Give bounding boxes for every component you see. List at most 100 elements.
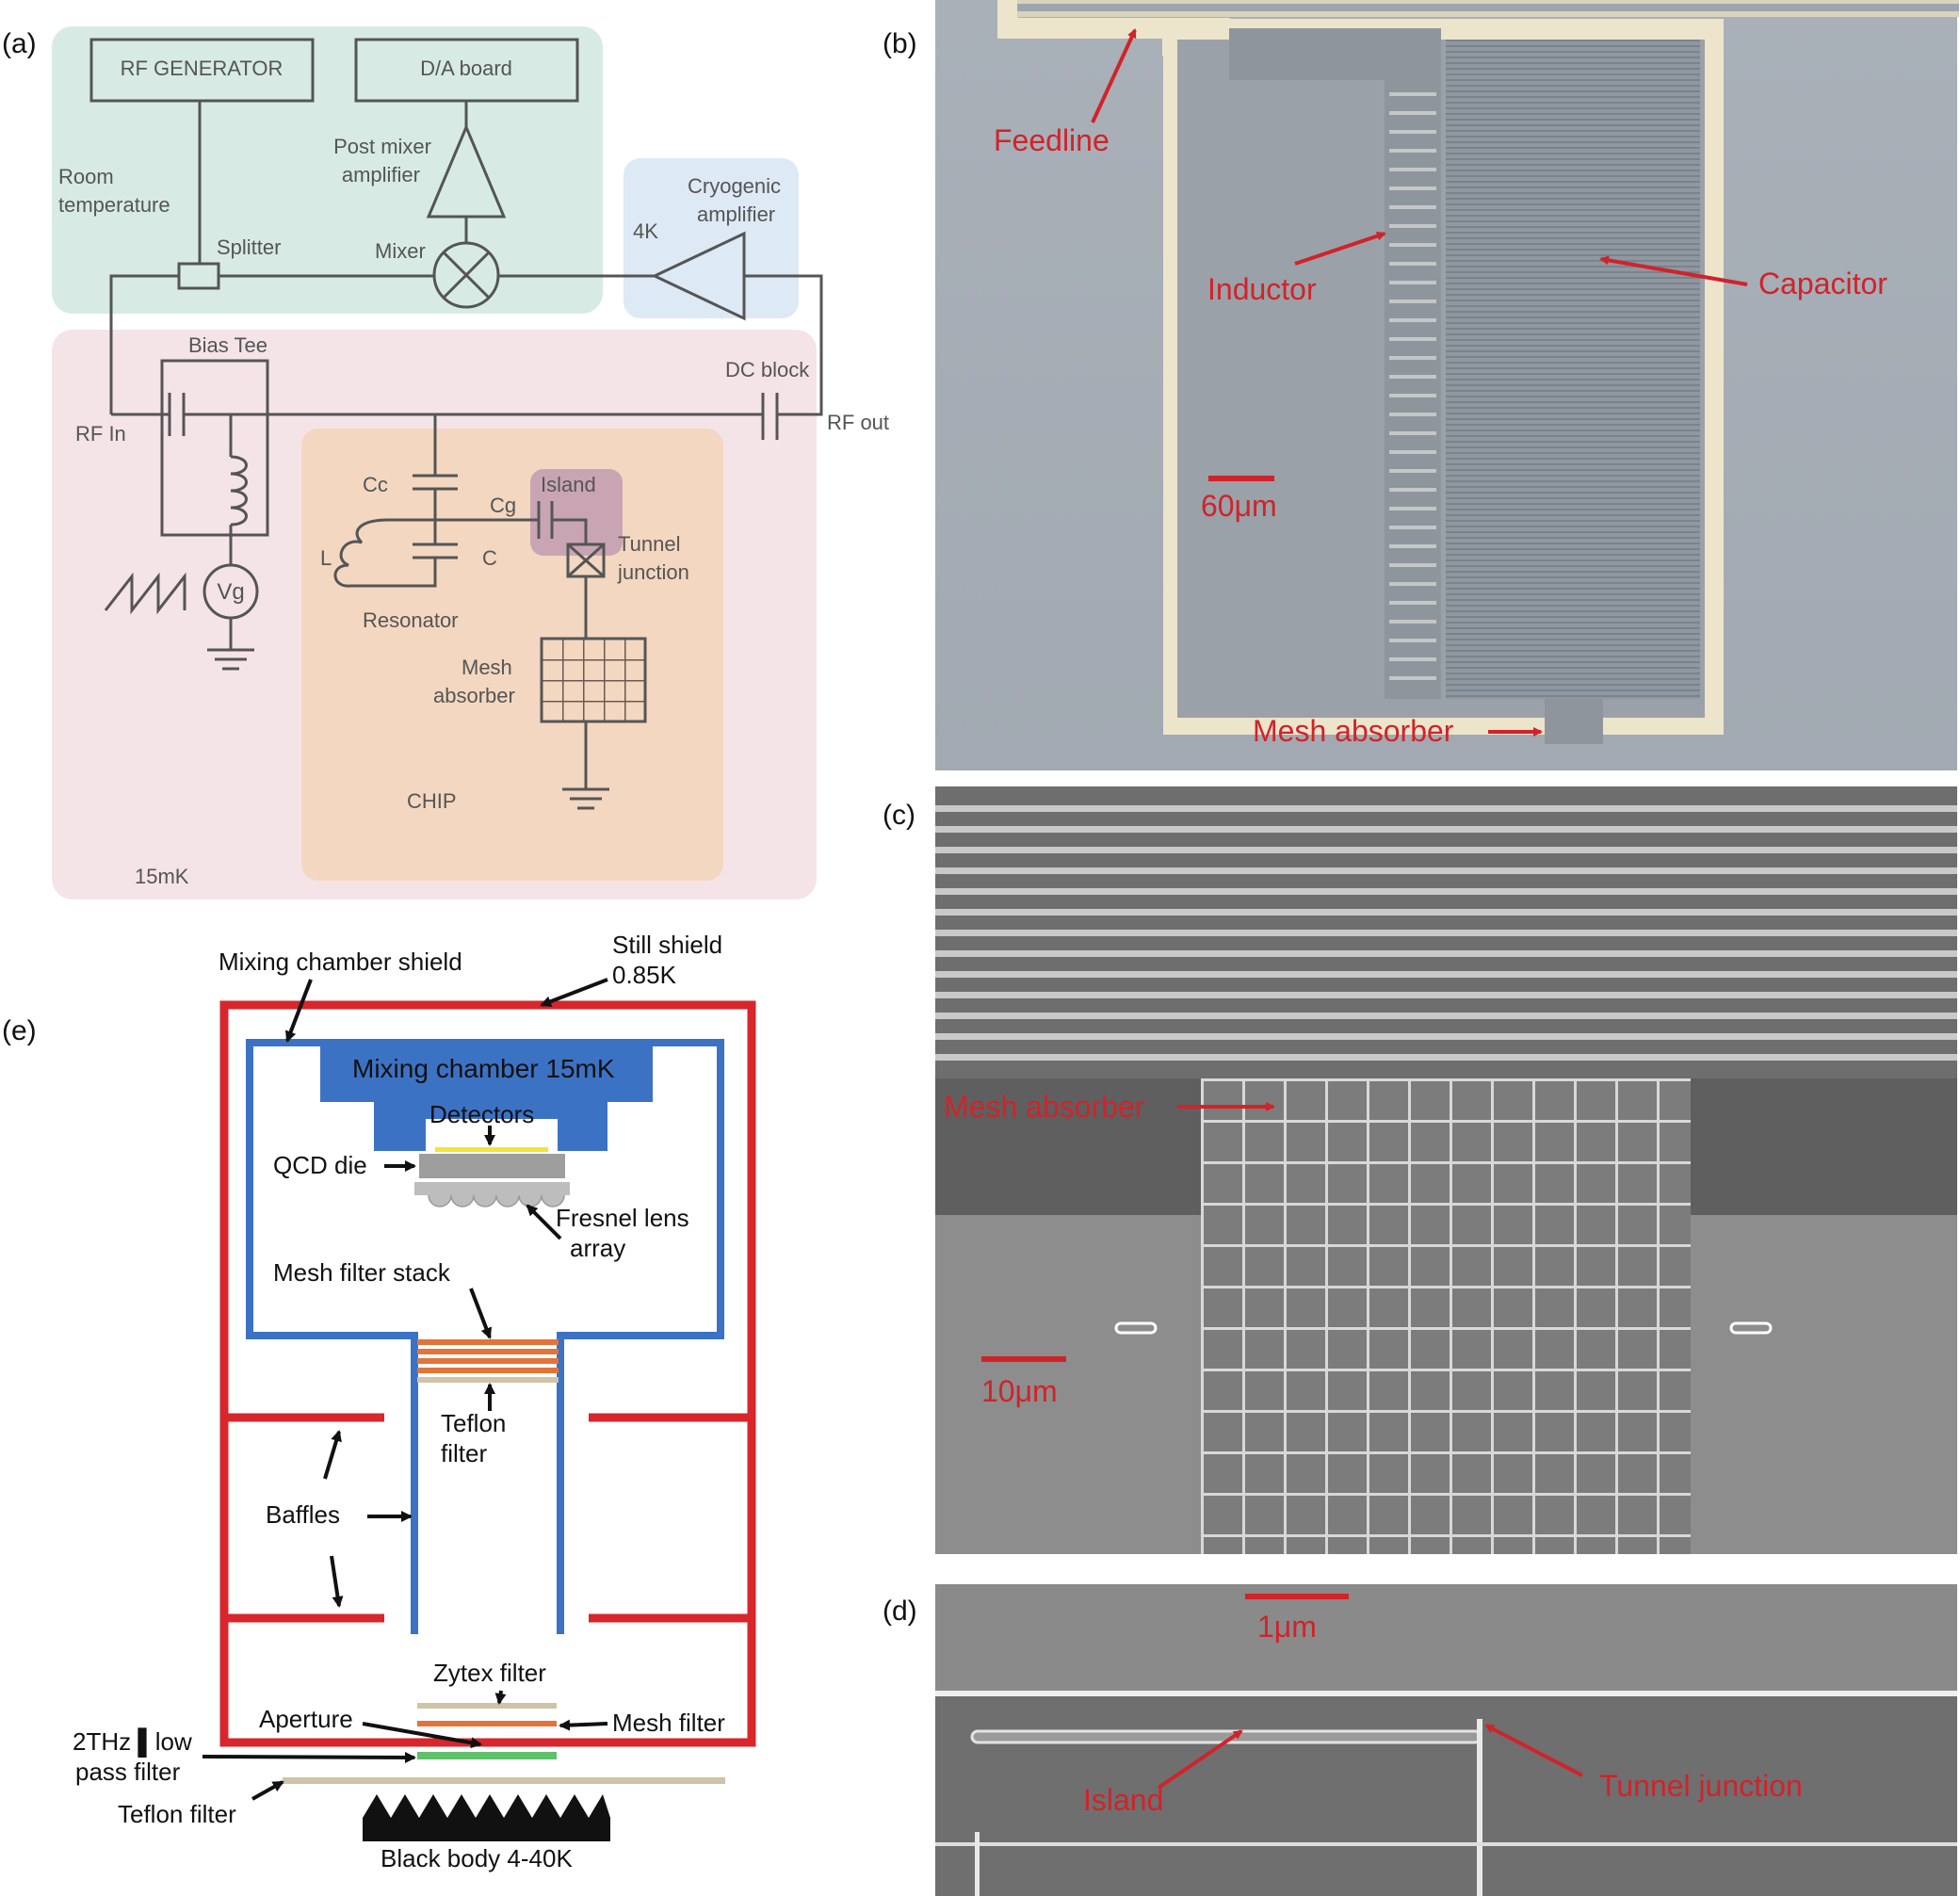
rf-out-label: RF out: [827, 411, 889, 434]
vg-label: Vg: [217, 579, 244, 605]
scale-bar-10um: [981, 1356, 1066, 1362]
bias-tee-box: [160, 359, 269, 537]
mesh-filter-bottom: [417, 1721, 557, 1726]
detectors-strip: [435, 1147, 548, 1152]
panel-b-letter: (b): [883, 28, 917, 59]
feedline-arrow: [1091, 28, 1137, 123]
low-pass-filter: [417, 1752, 557, 1759]
cg-label: Cg: [490, 494, 516, 517]
scale-10um-label: 10μm: [981, 1374, 1058, 1408]
scale-1um-label: 1μm: [1257, 1610, 1317, 1644]
cc-label: Cc: [363, 473, 388, 496]
mixing-chamber-label: Mixing chamber 15mK: [352, 1054, 615, 1083]
mesh-absorber-label-c: Mesh absorber: [944, 1090, 1145, 1124]
low-pass-filter-label-2: pass filter: [75, 1758, 181, 1786]
chip-label: CHIP: [407, 789, 457, 813]
still-shield-label-1: Still shield: [612, 931, 722, 959]
panel-e-letter: (e): [2, 1015, 37, 1046]
inductor-arrow: [1294, 231, 1386, 266]
mesh-filter-arrow: [559, 1719, 608, 1731]
panel-c-sem: Mesh absorber 10μm: [935, 786, 1957, 1554]
tunnel-junction-label-1: Tunnel: [618, 532, 680, 556]
mixing-chamber-block: [320, 1043, 653, 1151]
room-temperature-label-2: temperature: [58, 193, 170, 217]
tunnel-junction-arrow: [1484, 1724, 1583, 1777]
baffles-label: Baffles: [266, 1500, 340, 1529]
mesh-filter-stack: [417, 1339, 559, 1383]
teflon-filter-top-label-1: Teflon: [441, 1409, 506, 1437]
zytex-filter-label: Zytex filter: [433, 1659, 546, 1687]
still-shield: [219, 1000, 756, 1747]
capacitor-region: [1446, 40, 1700, 699]
panel-e-cryostat: Still shield 0.85K Mixing chamber shield…: [73, 931, 756, 1872]
scale-bar-1um: [1245, 1594, 1349, 1599]
baffles-arrow-down: [330, 1555, 344, 1608]
fresnel-lens-label-1: Fresnel lens: [556, 1204, 689, 1232]
still-shield-label-2: 0.85K: [612, 961, 677, 989]
mesh-filter-label: Mesh filter: [612, 1709, 725, 1737]
mixing-chamber-shield-arrow: [284, 979, 313, 1043]
baffles-arrow-up: [323, 1430, 342, 1480]
zytex-filter: [417, 1703, 557, 1709]
resonator-inductor: [333, 518, 389, 588]
aperture-arrow: [362, 1722, 482, 1749]
cryogenic-amplifier-label-2: amplifier: [697, 203, 775, 226]
bias-tee-inductor: [230, 455, 248, 527]
panel-d-sem: 1μm Island Tunnel junction: [935, 1584, 1957, 1896]
da-board-label: D/A board: [420, 57, 512, 80]
qcd-die-label: QCD die: [273, 1151, 367, 1179]
mesh-absorber-symbol: [540, 637, 647, 723]
sawtooth-signal: [104, 572, 186, 615]
tunnel-junction-label-2: junction: [617, 560, 689, 584]
panel-b-micrograph: Feedline Inductor Capacitor 60μm Mesh ab…: [935, 0, 1959, 770]
teflon-filter-top-label-2: filter: [441, 1439, 487, 1467]
island-label: Island: [541, 473, 596, 496]
scale-bar-60um: [1208, 476, 1274, 481]
rf-in-label: RF In: [75, 422, 126, 446]
island-label-d: Island: [1083, 1783, 1163, 1817]
panel-c-letter: (c): [883, 800, 915, 831]
rf-generator-label: RF GENERATOR: [121, 57, 283, 80]
cryogenic-zone: [624, 158, 799, 318]
inductor-label: Inductor: [1207, 272, 1317, 306]
qcd-die: [419, 1154, 565, 1178]
aperture-label: Aperture: [259, 1705, 353, 1733]
panel-d-letter: (d): [883, 1596, 917, 1627]
dc-block-label: DC block: [725, 358, 810, 381]
capacitor-arrow: [1599, 255, 1748, 286]
fresnel-lens-array: [428, 1194, 565, 1207]
panel-a-letter: (a): [2, 28, 37, 59]
temperature-15mk-label: 15mK: [135, 865, 189, 888]
mesh-absorber-label-2: absorber: [433, 684, 515, 707]
mesh-absorber-sem: [1201, 1078, 1691, 1554]
capacitor-label: Capacitor: [1758, 267, 1887, 300]
mesh-filter-stack-arrow: [469, 1288, 493, 1339]
island-arrow: [1157, 1729, 1243, 1790]
rf-generator-box: [89, 38, 315, 103]
scale-60um-label: 60μm: [1201, 489, 1277, 523]
black-body: [363, 1794, 610, 1841]
mixing-chamber-shield-label: Mixing chamber shield: [219, 948, 462, 976]
mesh-absorber-label-1: Mesh: [462, 656, 512, 679]
mesh-filter-stack-label: Mesh filter stack: [273, 1258, 451, 1287]
panel-a-schematic: RF GENERATOR D/A board Room temperature …: [52, 26, 889, 899]
post-mixer-label-1: Post mixer: [333, 135, 431, 158]
tunnel-junction-label-d: Tunnel junction: [1599, 1769, 1803, 1803]
fresnel-lens-label-2: array: [570, 1234, 625, 1262]
mesh-absorber-label-b: Mesh absorber: [1253, 714, 1454, 748]
teflon-filter-bottom-arrow: [251, 1780, 284, 1801]
cryogenic-amplifier-label-1: Cryogenic: [688, 174, 781, 198]
black-body-label: Black body 4-40K: [381, 1844, 573, 1872]
feedline-label: Feedline: [994, 123, 1110, 157]
detectors-label: Detectors: [429, 1100, 534, 1128]
splitter-label: Splitter: [217, 235, 281, 259]
mixer-label: Mixer: [375, 239, 426, 263]
bias-tee-label: Bias Tee: [188, 333, 267, 357]
resonator-label: Resonator: [363, 608, 459, 632]
l-label: L: [320, 546, 332, 570]
c-label: C: [482, 546, 497, 570]
zytex-filter-arrow: [494, 1690, 507, 1705]
teflon-filter-bottom: [283, 1777, 725, 1784]
